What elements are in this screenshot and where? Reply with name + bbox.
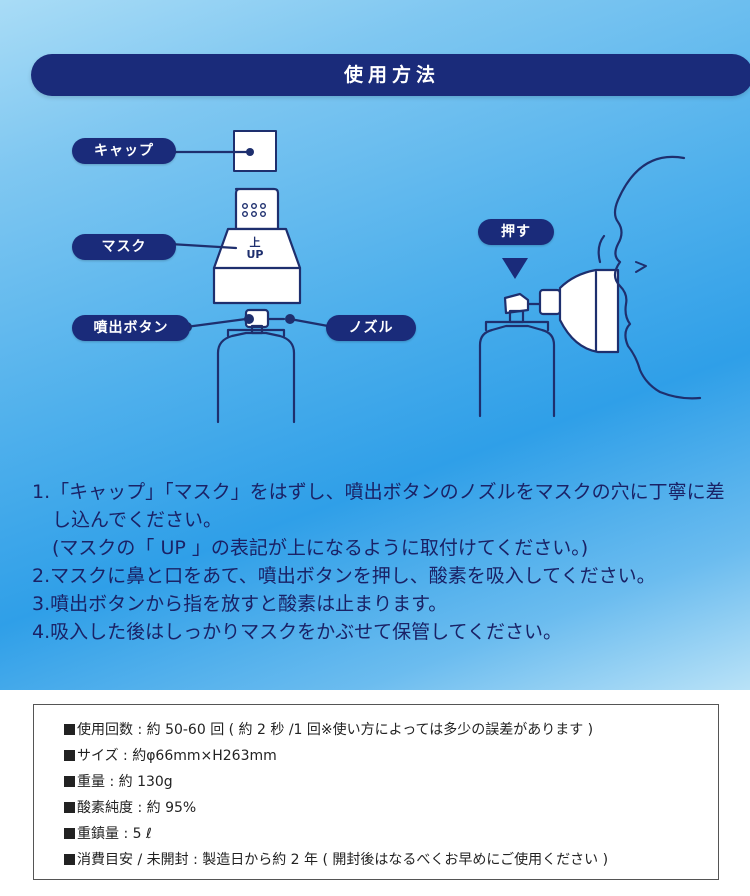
can-illustration-right [478, 268, 620, 418]
label-push: 押す [478, 219, 554, 245]
mask-up-mark: 上 UP [244, 237, 266, 261]
spec-item: 重量 : 約 130g [64, 769, 608, 795]
instructions: 1.「キャップ」「マスク」をはずし、噴出ボタンのノズルをマスクの穴に丁寧に差 し… [32, 478, 750, 646]
spec-text: 重鎮量 : 5 ℓ [77, 826, 152, 842]
bullet-square-icon [64, 724, 75, 735]
usage-panel: 使用方法 [0, 0, 750, 690]
bullet-square-icon [64, 802, 75, 813]
push-arrow-icon [502, 258, 528, 279]
spec-item: 酸素純度 : 約 95% [64, 795, 608, 821]
spec-text: 酸素純度 : 約 95% [77, 800, 197, 816]
title-bar: 使用方法 [31, 54, 750, 96]
face-outline [597, 155, 702, 400]
label-nozzle: ノズル [326, 315, 416, 341]
label-spray-button: 噴出ボタン [72, 315, 190, 341]
spec-text: 重量 : 約 130g [77, 774, 173, 790]
instruction-line: (マスクの「 UP 」の表記が上になるように取付けてください。) [52, 537, 589, 559]
instruction-line: 3.噴出ボタンから指を放すと酸素は止まります。 [32, 593, 448, 615]
instruction-line: 1.「キャップ」「マスク」をはずし、噴出ボタンのノズルをマスクの穴に丁寧に差 [32, 481, 725, 503]
spec-text: サイズ : 約φ66mm×H263mm [77, 748, 277, 764]
spec-item: サイズ : 約φ66mm×H263mm [64, 743, 608, 769]
spec-item: 使用回数 : 約 50-60 回 ( 約 2 秒 /1 回※使い方によっては多少… [64, 717, 608, 743]
label-mask: マスク [72, 234, 176, 260]
bullet-square-icon [64, 776, 75, 787]
label-cap: キャップ [72, 138, 176, 164]
instruction-line: 4.吸入した後はしっかりマスクをかぶせて保管してください。 [32, 621, 562, 643]
spec-item: 重鎮量 : 5 ℓ [64, 821, 608, 847]
instruction-line: し込んでください。 [52, 509, 223, 531]
instruction-line: 2.マスクに鼻と口をあて、噴出ボタンを押し、酸素を吸入してください。 [32, 565, 656, 587]
mask-up-kanji: 上 [249, 236, 261, 249]
spec-box: 使用回数 : 約 50-60 回 ( 約 2 秒 /1 回※使い方によっては多少… [33, 704, 719, 880]
mask-up-en: UP [246, 248, 264, 261]
bullet-square-icon [64, 854, 75, 865]
bullet-square-icon [64, 828, 75, 839]
page-title: 使用方法 [343, 64, 440, 86]
bullet-square-icon [64, 750, 75, 761]
spec-item: 消費目安 / 未開封 : 製造日から約 2 年 ( 開封後はなるべくお早めにご使… [64, 847, 608, 873]
can-illustration-left [216, 308, 296, 424]
spec-text: 消費目安 / 未開封 : 製造日から約 2 年 ( 開封後はなるべくお早めにご使… [77, 852, 609, 868]
spec-list: 使用回数 : 約 50-60 回 ( 約 2 秒 /1 回※使い方によっては多少… [64, 717, 608, 873]
spec-text: 使用回数 : 約 50-60 回 ( 約 2 秒 /1 回※使い方によっては多少… [77, 722, 594, 738]
